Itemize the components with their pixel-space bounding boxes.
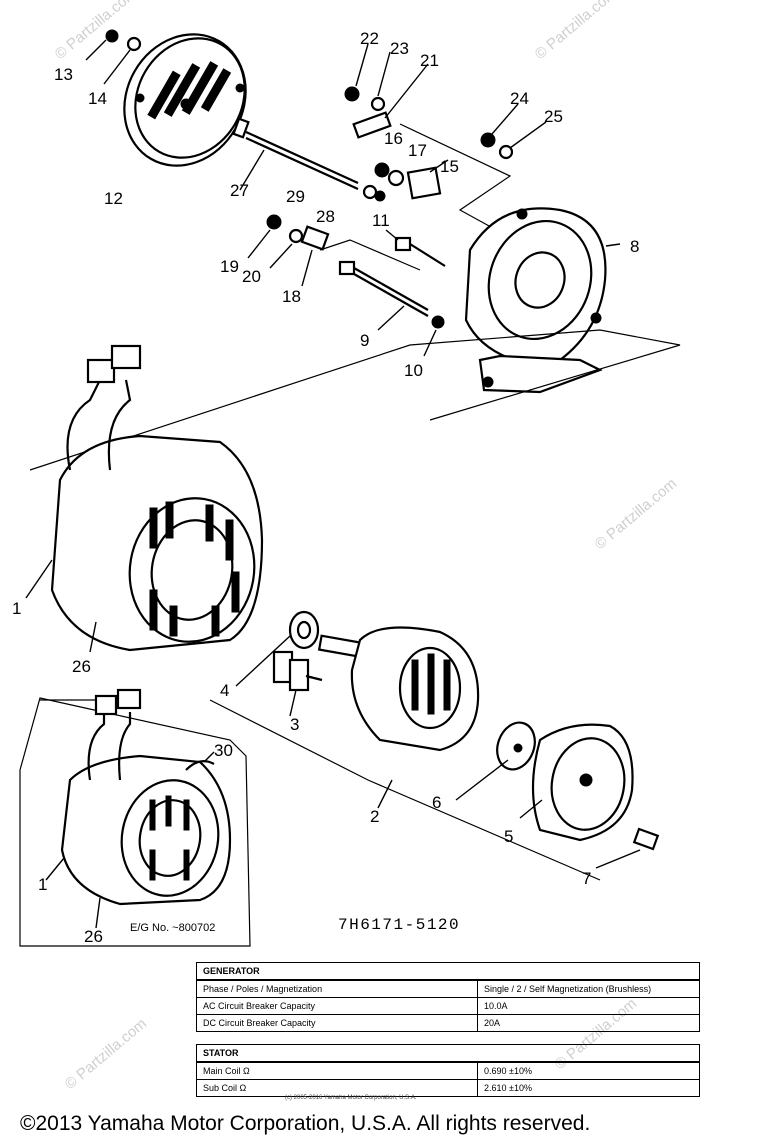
callout-9: 9 — [360, 331, 369, 350]
spec-label: Sub Coil Ω — [196, 1079, 478, 1097]
callout-17: 17 — [408, 141, 427, 160]
callout-12: 12 — [104, 189, 123, 208]
spec-value: Single / 2 / Self Magnetization (Brushle… — [477, 979, 700, 998]
callout-28: 28 — [316, 207, 335, 226]
callout-19: 19 — [220, 257, 239, 276]
callout-4: 4 — [220, 681, 229, 700]
callout-18: 18 — [282, 287, 301, 306]
variant-inset — [19, 688, 251, 947]
generator-housing-part-8 — [464, 207, 621, 394]
callout-26: 26 — [72, 657, 91, 676]
spec-label: AC Circuit Breaker Capacity — [196, 997, 478, 1015]
rotor-part-2 — [209, 610, 601, 881]
table-heading: STATOR — [196, 1044, 700, 1063]
callout-21: 21 — [420, 51, 439, 70]
callout-13: 13 — [54, 65, 73, 84]
table-heading: GENERATOR — [196, 962, 700, 981]
callout-8: 8 — [630, 237, 639, 256]
fasteners-left-group — [247, 214, 330, 287]
spec-value: 10.0A — [477, 997, 700, 1015]
callout-15: 15 — [440, 157, 459, 176]
copyright-footer: ©2013 Yamaha Motor Corporation, U.S.A. A… — [20, 1112, 591, 1135]
callout-30: 30 — [214, 741, 233, 760]
spec-label: DC Circuit Breaker Capacity — [196, 1014, 478, 1032]
callout-labels: 1 2 3 4 5 6 7 8 9 10 11 12 13 14 15 16 1… — [12, 29, 639, 946]
spec-value: 2.610 ±10% — [477, 1079, 700, 1097]
callout-5: 5 — [504, 827, 513, 846]
table-row: DC Circuit Breaker Capacity 20A — [196, 1014, 700, 1032]
callout-16: 16 — [384, 129, 403, 148]
callout-14: 14 — [88, 89, 107, 108]
screw-part-13 — [85, 29, 142, 85]
stator-spec-table: STATOR Main Coil Ω 0.690 ±10% Sub Coil Ω… — [196, 1044, 700, 1097]
table-row: Main Coil Ω 0.690 ±10% — [196, 1061, 700, 1080]
spec-value: 0.690 ±10% — [477, 1061, 700, 1080]
callout-7: 7 — [582, 869, 591, 888]
callout-25: 25 — [544, 107, 563, 126]
callout-6: 6 — [432, 793, 441, 812]
callout-1: 1 — [12, 599, 21, 618]
bolts-part-9-11 — [338, 229, 446, 357]
through-bolt-part-27 — [232, 117, 359, 191]
spec-label: Phase / Poles / Magnetization — [196, 979, 478, 998]
table-row: AC Circuit Breaker Capacity 10.0A — [196, 997, 700, 1015]
callout-3: 3 — [290, 715, 299, 734]
callout-22: 22 — [360, 29, 379, 48]
watermark: © Partzilla.com — [592, 475, 680, 553]
callout-20: 20 — [242, 267, 261, 286]
table-row: Phase / Poles / Magnetization Single / 2… — [196, 979, 700, 998]
callout-23: 23 — [390, 39, 409, 58]
watermark: © Partzilla.com — [532, 0, 620, 63]
table-row: Sub Coil Ω 2.610 ±10% — [196, 1079, 700, 1097]
watermark: © Partzilla.com — [62, 1015, 150, 1093]
callout-29: 29 — [286, 187, 305, 206]
callout-2: 2 — [370, 807, 379, 826]
rear-cover-part-12 — [123, 33, 247, 167]
fasteners-upper-group — [344, 43, 547, 202]
stator-slots — [149, 501, 240, 637]
callout-27: 27 — [230, 181, 249, 200]
callout-11: 11 — [372, 211, 390, 230]
generator-spec-table: GENERATOR Phase / Poles / Magnetization … — [196, 962, 700, 1032]
part-code: 7H6171-5120 — [338, 916, 461, 934]
callout-24: 24 — [510, 89, 529, 108]
spec-value: 20A — [477, 1014, 700, 1032]
small-copyright: (c) 2005-2016 Yamaha Motor Corporation, … — [285, 1095, 417, 1101]
flywheel-parts-5-6-7 — [455, 721, 660, 869]
callout-1-variant: 1 — [38, 875, 47, 894]
callout-26-variant: 26 — [84, 927, 103, 946]
variant-note: E/G No. ~800702 — [130, 922, 216, 934]
spec-label: Main Coil Ω — [196, 1061, 478, 1080]
callout-10: 10 — [404, 361, 423, 380]
stator-part-1 — [25, 344, 264, 653]
